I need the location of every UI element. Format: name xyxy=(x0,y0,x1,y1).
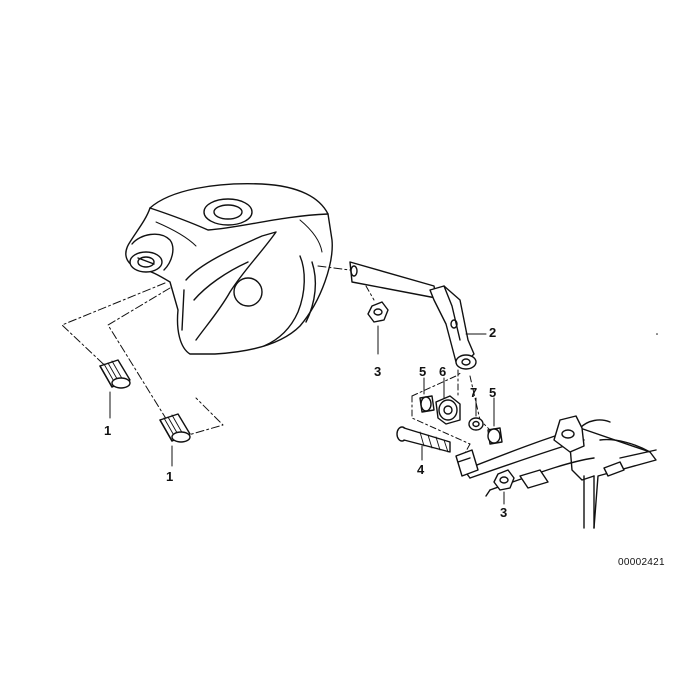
long-bolt xyxy=(396,426,451,453)
callout-5-left: 5 xyxy=(419,364,427,379)
callout-4: 4 xyxy=(417,462,425,477)
fuel-tank xyxy=(125,183,333,355)
washer xyxy=(468,417,484,431)
frame-section xyxy=(455,415,657,529)
stray-mark xyxy=(656,333,658,335)
spacer-bushing xyxy=(435,395,461,425)
bracket-nut-leader xyxy=(365,285,375,301)
nut-upper xyxy=(367,301,389,323)
rubber-buffer-upper xyxy=(99,359,131,389)
callout-3-upper: 3 xyxy=(374,364,382,379)
callout-2: 2 xyxy=(489,325,497,340)
mounting-bracket xyxy=(317,261,477,370)
callout-3-lower: 3 xyxy=(500,505,508,520)
collar-bolt-right xyxy=(487,427,503,445)
drawing-number: 00002421 xyxy=(618,557,665,568)
callout-6: 6 xyxy=(439,364,447,379)
callout-7: 7 xyxy=(470,385,478,400)
nut-lower xyxy=(493,469,515,491)
callout-5-right: 5 xyxy=(489,385,497,400)
collar-bolt-left xyxy=(419,395,435,413)
callout-1-upper: 1 xyxy=(104,423,112,438)
callout-1-lower: 1 xyxy=(166,469,174,484)
rubber-buffer-lower xyxy=(159,413,191,443)
